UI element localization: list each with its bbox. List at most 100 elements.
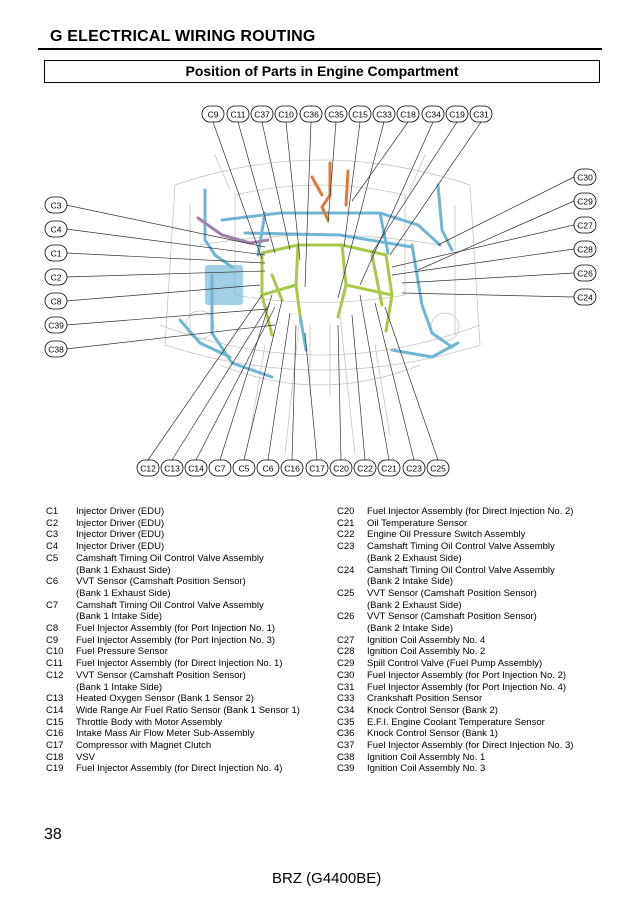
callout-label: C14 [188,464,204,474]
callout-c30: C30 [573,168,597,186]
callout-c2: C2 [44,268,68,286]
legend-code: C39 [337,763,355,775]
legend-description: (Bank 2 Intake Side) [367,623,454,635]
callout-label: C11 [231,110,246,120]
legend-code [337,576,367,588]
section-divider [38,48,602,50]
legend-description: Knock Control Sensor (Bank 1) [367,728,498,740]
legend-code: C12 [46,669,64,681]
callout-label: C17 [309,464,325,474]
legend-description: Camshaft Timing Oil Control Valve Assemb… [76,552,264,564]
legend-code: C23 [337,541,355,553]
callout-label: C6 [263,464,274,474]
legend-code: C18 [46,751,64,763]
callout-c36: C36 [299,105,323,123]
callout-c17: C17 [305,459,329,477]
callout-c27: C27 [573,216,597,234]
legend-code: C27 [337,634,355,646]
legend-description: (Bank 2 Intake Side) [367,576,454,588]
legend-description: Fuel Injector Assembly (for Port Injecti… [76,623,276,635]
legend-description: Wide Range Air Fuel Ratio Sensor (Bank 1… [76,704,300,716]
legend-description: VVT Sensor (Camshaft Position Sensor) [76,576,246,588]
callouts-left: C3 C4 C1 C2 C8 C39 C38 [44,196,68,358]
legend-code: C20 [337,506,355,517]
legend-code: C19 [46,763,64,775]
legend-row: (Bank 2 Exhaust Side) [337,600,573,612]
callout-c18: C18 [396,105,420,123]
legend-code [337,623,367,635]
callout-c12: C12 [136,459,160,477]
callout-c34: C34 [421,105,445,123]
orange-harness [310,161,350,222]
legend-description: VVT Sensor (Camshaft Position Sensor) [367,587,537,599]
legend-code: C34 [337,704,355,716]
legend-code: C3 [46,529,59,541]
callout-c23: C23 [402,459,426,477]
callout-c21: C21 [377,459,401,477]
legend-description: Ignition Coil Assembly No. 1 [367,751,486,763]
callout-c28: C28 [573,240,597,258]
callout-c6: C6 [256,459,280,477]
purple-harness [196,216,270,245]
legend-code: C2 [46,517,59,529]
callouts-top: C9 C11 C37 C10 C36 C35 C15 C33 C18 C34 C… [201,105,493,123]
engine-wiring-diagram: C9 C11 C37 C10 C36 C35 C15 C33 C18 C34 C… [44,105,597,477]
legend-code [46,682,76,694]
callout-c13: C13 [160,459,184,477]
callout-c38: C38 [44,340,68,358]
legend-description: Oil Temperature Sensor [367,517,468,529]
legend-code: C33 [337,693,355,705]
legend-code: C10 [46,646,64,658]
legend-code: C29 [337,658,355,670]
callout-c33: C33 [372,105,396,123]
legend-description: Engine Oil Pressure Switch Assembly [367,529,526,541]
callout-c15: C15 [348,105,372,123]
legend-code: C1 [46,506,59,517]
legend-description: (Bank 1 Exhaust Side) [76,564,171,576]
legend-code: C4 [46,541,59,553]
callout-label: C36 [303,110,319,120]
legend-code: C37 [337,740,355,752]
callout-label: C23 [406,464,422,474]
legend-code: C38 [337,751,355,763]
callout-label: C7 [215,464,226,474]
callout-c1: C1 [44,244,68,262]
legend-description: Fuel Injector Assembly (for Port Injecti… [76,634,276,646]
callout-c4: C4 [44,220,68,238]
legend-row: (Bank 2 Intake Side) [337,623,573,635]
callout-c5: C5 [232,459,256,477]
legend-code: C17 [46,740,64,752]
legend-row: C14 Wide Range Air Fuel Ratio Sensor (Ban… [46,705,300,717]
callout-label: C21 [381,464,397,474]
callout-label: C34 [425,110,441,120]
legend-code: C11 [46,658,63,670]
callout-c11: C11 [226,105,250,123]
legend-code: C14 [46,704,64,716]
legend-description: E.F.I. Engine Coolant Temperature Sensor [367,716,545,728]
legend-code: C31 [337,681,355,693]
legend-code: C28 [337,646,355,658]
callout-c3: C3 [44,196,68,214]
callout-label: C20 [333,464,349,474]
